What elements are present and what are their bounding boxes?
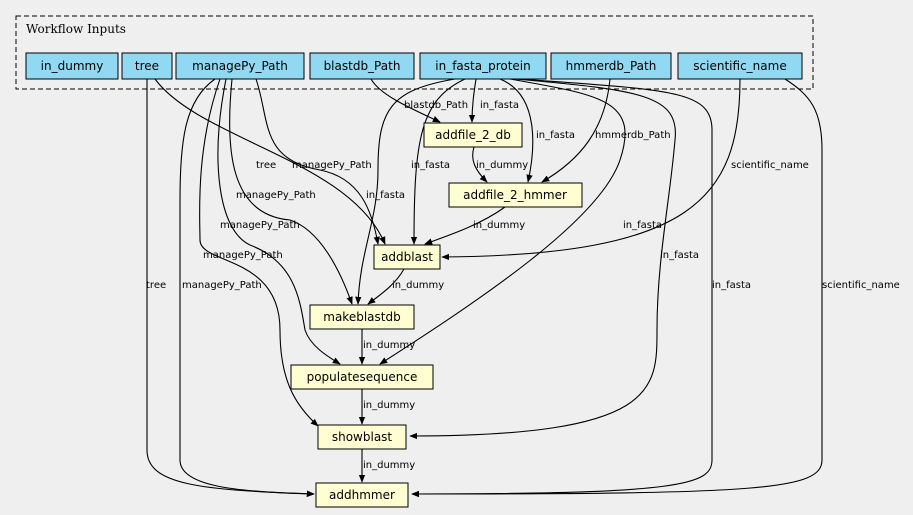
edge-label-in-dummy-populate: in_dummy <box>363 340 415 351</box>
edge-label-in-fasta-addblast: in_fasta <box>411 160 450 171</box>
edge-managepy-to-populatesequence <box>217 78 341 365</box>
edge-in-fasta-to-populatesequence <box>379 78 626 365</box>
edge-addfile-2-hmmer-to-addblast <box>424 206 506 245</box>
edge-label-in-dummy-makeblastdb: in_dummy <box>392 280 444 291</box>
edge-label-in-fasta-populate: in_fasta <box>623 220 662 231</box>
edge-label-in-dummy-hmmer: in_dummy <box>476 160 528 171</box>
edge-addfile-2-db-to-addfile-2-hmmer <box>472 146 488 183</box>
step-label-populatesequence: populatesequence <box>307 370 418 384</box>
edge-in-fasta-to-addfile-2-db <box>468 78 477 123</box>
input-label-scientific-name: scientific_name <box>693 59 786 73</box>
edge-blastdb-path-to-addfile-2-db <box>370 78 441 123</box>
edge-in-fasta-to-makeblastdb <box>355 78 456 305</box>
input-label-in-fasta-protein: in_fasta_protein <box>435 59 530 73</box>
step-node-addfile-2-hmmer[interactable]: addfile_2_hmmer <box>448 182 583 208</box>
step-node-makeblastdb[interactable]: makeblastdb <box>309 304 415 330</box>
edge-label-blastdb-path: blastdb_Path <box>404 100 468 111</box>
step-node-addhmmer[interactable]: addhmmer <box>315 482 409 508</box>
input-node-in-dummy[interactable]: in_dummy <box>25 52 119 80</box>
step-label-makeblastdb: makeblastdb <box>323 310 400 324</box>
edge-label-tree-addblast: tree <box>256 160 276 171</box>
step-label-addfile-2-db: addfile_2_db <box>435 128 511 142</box>
edge-in-fasta-to-addhmmer <box>411 78 713 498</box>
edge-label-in-dummy-addhmmer: in_dummy <box>363 460 415 471</box>
edge-scientific-name-to-addhmmer <box>411 78 823 498</box>
edge-label-managepy-addhmmer: managePy_Path <box>182 280 262 291</box>
input-label-hmmerdb-path: hmmerdb_Path <box>566 59 657 73</box>
edge-label-tree-addhmmer: tree <box>146 280 166 291</box>
edge-label-in-fasta-showblast: in_fasta <box>660 250 699 261</box>
input-label-blastdb-path: blastdb_Path <box>324 59 401 73</box>
edge-in-fasta-to-addfile-2-hmmer <box>499 78 534 183</box>
edge-label-scientific-name-addblast: scientific_name <box>731 160 809 171</box>
step-label-addblast: addblast <box>381 250 433 264</box>
workflow-inputs-group-border <box>15 15 814 90</box>
input-label-managepy-path: managePy_Path <box>192 59 288 73</box>
input-node-hmmerdb-path[interactable]: hmmerdb_Path <box>550 52 672 80</box>
edge-managepy-to-addhmmer <box>179 78 315 498</box>
edge-label-in-fasta-db: in_fasta <box>480 100 519 111</box>
input-node-blastdb-path[interactable]: blastdb_Path <box>309 52 415 80</box>
input-node-managepy-path[interactable]: managePy_Path <box>175 52 305 80</box>
edge-label-in-dummy-addblast: in_dummy <box>473 220 525 231</box>
edge-label-in-fasta-makeblastdb: in_fasta <box>366 190 405 201</box>
edge-in-fasta-to-addblast <box>410 78 466 245</box>
edges <box>146 78 823 498</box>
input-nodes: in_dummy tree managePy_Path blastdb_Path… <box>25 52 803 80</box>
step-nodes: addfile_2_db addfile_2_hmmer addblast ma… <box>290 122 583 508</box>
step-label-showblast: showblast <box>332 430 393 444</box>
edge-label-hmmerdb-path: hmmerdb_Path <box>595 130 671 141</box>
edge-label-in-fasta-hmmer: in_fasta <box>536 130 575 141</box>
edge-labels: blastdb_Path in_fasta in_fasta hmmerdb_P… <box>146 100 900 471</box>
input-label-tree: tree <box>135 59 159 73</box>
step-node-showblast[interactable]: showblast <box>317 424 407 450</box>
input-label-in-dummy: in_dummy <box>41 59 104 73</box>
step-node-populatesequence[interactable]: populatesequence <box>290 364 434 390</box>
input-node-scientific-name[interactable]: scientific_name <box>677 52 803 80</box>
edge-label-managepy-showblast: managePy_Path <box>203 250 283 261</box>
input-node-in-fasta-protein[interactable]: in_fasta_protein <box>419 52 547 80</box>
step-node-addfile-2-db[interactable]: addfile_2_db <box>423 122 523 148</box>
workflow-inputs-title: Workflow Inputs <box>26 22 126 36</box>
edge-managepy-to-makeblastdb <box>229 78 353 305</box>
step-label-addhmmer: addhmmer <box>329 488 395 502</box>
edge-hmmerdb-path-to-addfile-2-hmmer <box>541 78 611 183</box>
edge-managepy-to-showblast <box>199 78 319 427</box>
edge-label-in-fasta-addhmmer: in_fasta <box>712 280 751 291</box>
edge-scientific-name-to-addblast <box>441 78 741 261</box>
input-node-tree[interactable]: tree <box>121 52 173 80</box>
workflow-inputs-group: Workflow Inputs <box>15 15 814 90</box>
edge-label-managepy-makeblastdb: managePy_Path <box>236 190 316 201</box>
edge-label-managepy-populate: managePy_Path <box>220 220 300 231</box>
step-node-addblast[interactable]: addblast <box>373 244 441 270</box>
edge-in-fasta-to-showblast <box>409 78 676 440</box>
edge-label-managepy-addblast: managePy_Path <box>292 160 372 171</box>
step-label-addfile-2-hmmer: addfile_2_hmmer <box>463 188 567 202</box>
edge-managepy-to-addblast <box>255 78 380 245</box>
edge-label-scientific-name-addhmmer: scientific_name <box>822 280 900 291</box>
edge-tree-to-addblast <box>154 78 386 245</box>
edge-addblast-to-makeblastdb <box>367 268 405 305</box>
edge-label-in-dummy-showblast: in_dummy <box>363 400 415 411</box>
